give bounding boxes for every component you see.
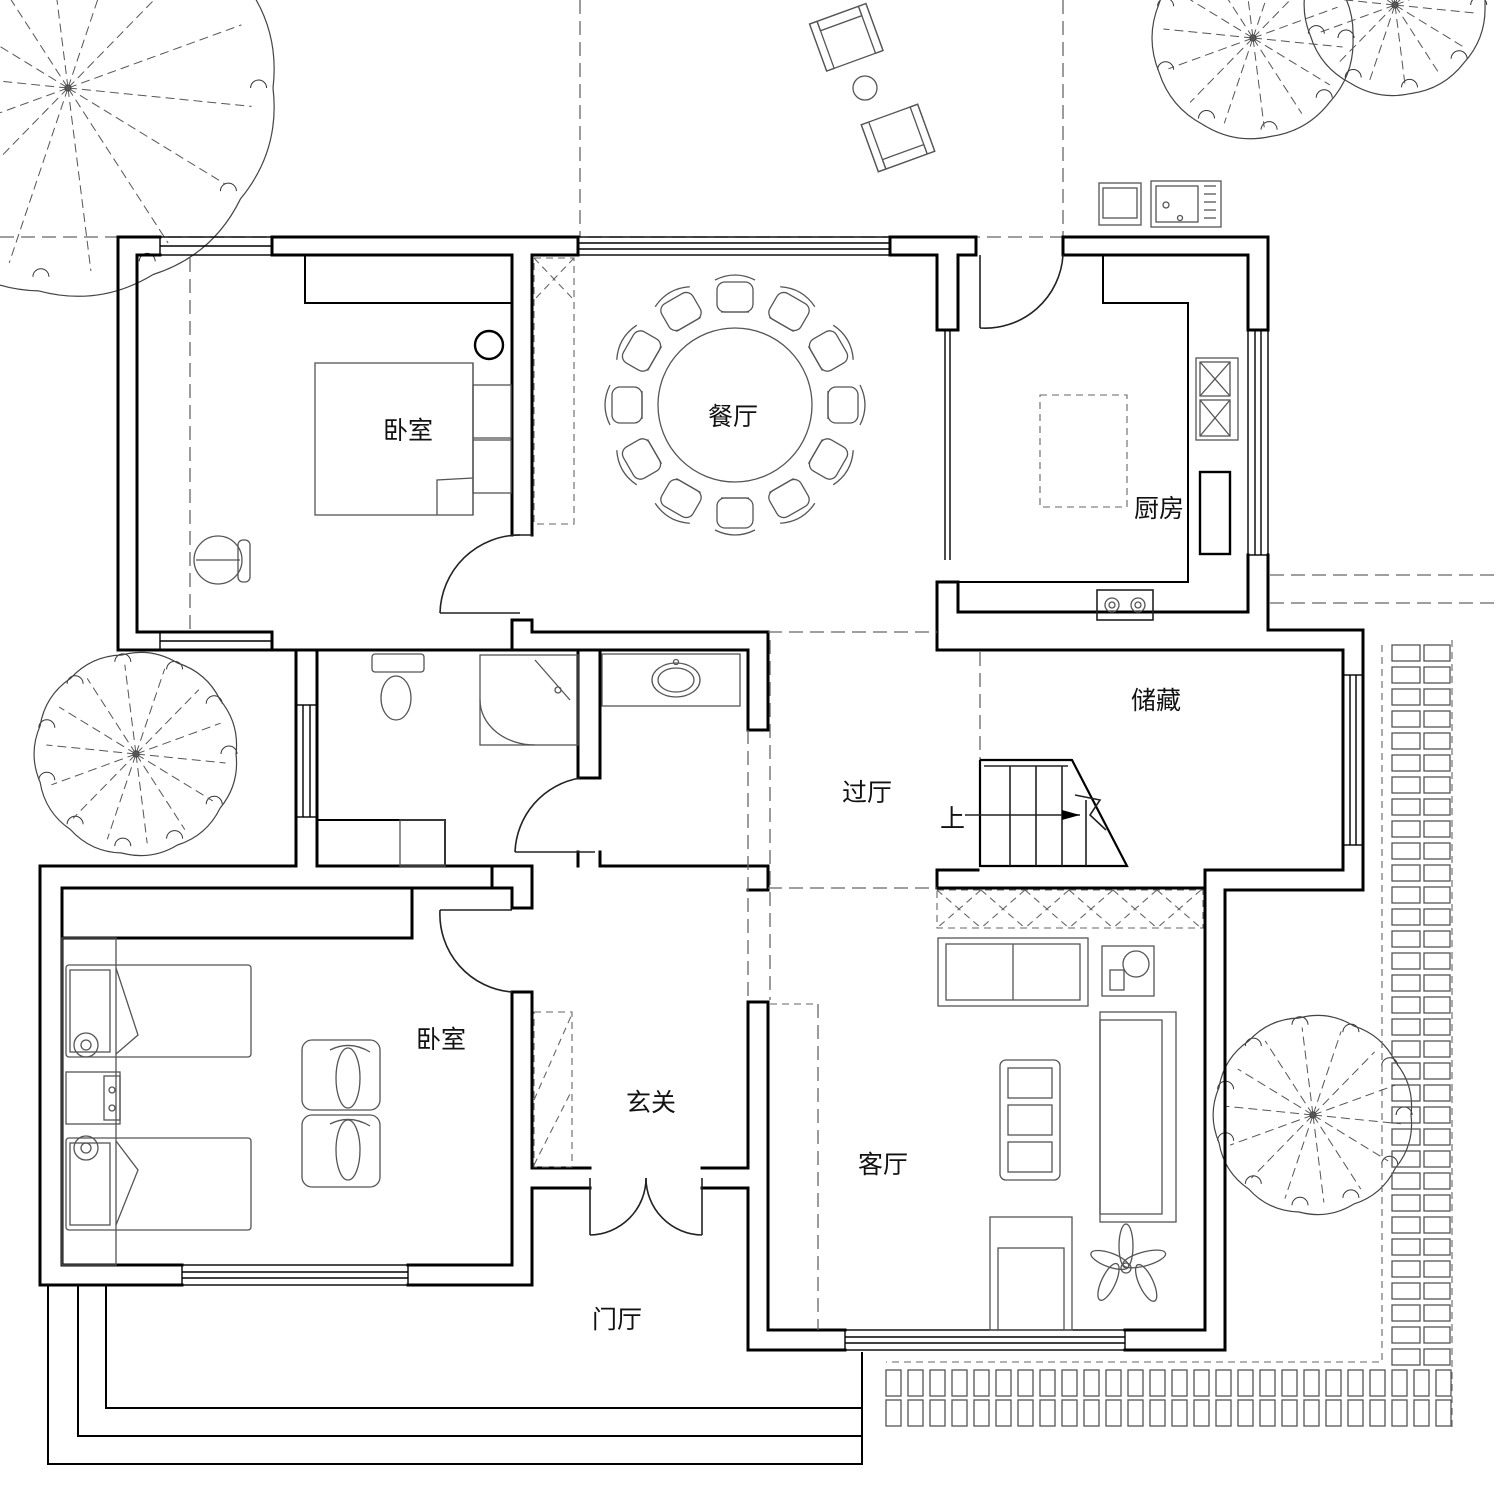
north-bedroom-furniture bbox=[193, 329, 512, 585]
living-cabinet-hatch bbox=[936, 889, 1202, 929]
dining-chair bbox=[768, 477, 816, 524]
stairs bbox=[965, 758, 1129, 868]
dining-chair bbox=[807, 324, 854, 372]
dining-chair bbox=[604, 384, 643, 426]
tree-5 bbox=[1212, 1014, 1413, 1216]
dining-chair bbox=[654, 286, 702, 333]
room-label-storage: 储藏 bbox=[1131, 686, 1182, 715]
room-label-hall: 过厅 bbox=[842, 778, 893, 807]
tree-4 bbox=[33, 651, 238, 857]
room-label-porch: 门厅 bbox=[592, 1305, 643, 1334]
bathroom-fixtures bbox=[371, 653, 741, 746]
dining-chair bbox=[827, 384, 866, 426]
stair-up-label: 上 bbox=[940, 804, 966, 833]
tree-2 bbox=[1151, 0, 1355, 140]
room-label-bedroom-north: 卧室 bbox=[383, 416, 434, 445]
room-label-foyer: 玄关 bbox=[626, 1088, 677, 1117]
windows bbox=[159, 236, 1364, 1351]
tree-3 bbox=[1303, 0, 1488, 97]
deck-planks bbox=[885, 640, 1453, 1428]
room-label-living: 客厅 bbox=[858, 1150, 909, 1179]
dining-chairs bbox=[604, 274, 866, 536]
tree-1 bbox=[0, 0, 275, 297]
south-bedroom-furniture bbox=[61, 937, 381, 1266]
room-label-dining: 餐厅 bbox=[708, 402, 759, 431]
site-grid-lines bbox=[0, 0, 1500, 604]
dining-chair bbox=[714, 274, 756, 313]
door-swings bbox=[439, 254, 1064, 1236]
dining-chair bbox=[714, 497, 756, 536]
trees bbox=[0, 0, 1488, 1216]
room-label-kitchen: 厨房 bbox=[1134, 494, 1185, 523]
outdoor-appliances bbox=[1098, 180, 1222, 228]
porch-steps bbox=[47, 1286, 863, 1465]
dining-table bbox=[604, 274, 866, 536]
dining-chair bbox=[654, 477, 702, 524]
interior-dashed-lines bbox=[189, 257, 1204, 1330]
room-label-bedroom-south: 卧室 bbox=[416, 1025, 467, 1054]
dining-chair bbox=[807, 438, 854, 486]
patio-furniture bbox=[808, 2, 936, 173]
living-room-furniture bbox=[937, 937, 1177, 1331]
dining-chair bbox=[616, 324, 663, 372]
dining-chair bbox=[768, 286, 816, 333]
kitchen-fixtures bbox=[1039, 357, 1239, 621]
dining-chair bbox=[616, 438, 663, 486]
